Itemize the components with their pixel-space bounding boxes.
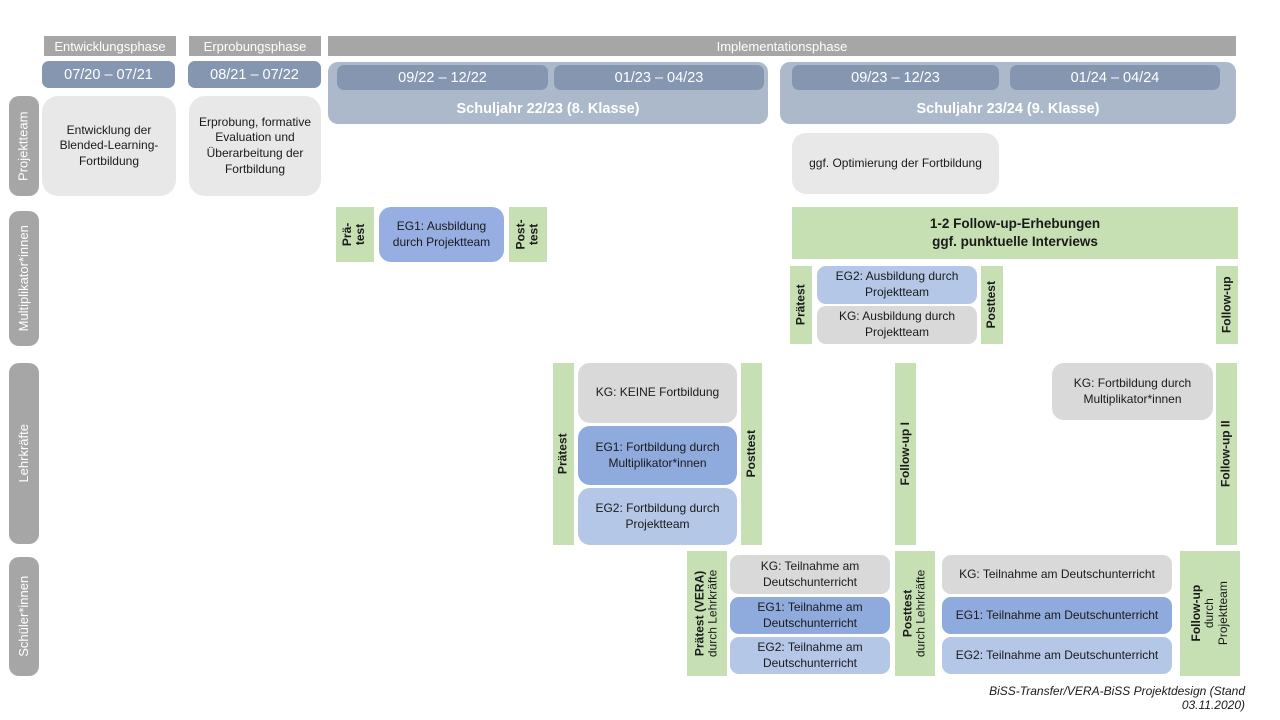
box-kg-fortbildung-multiplikatoren: KG: Fortbildung durch Multiplikator*inne… — [1052, 363, 1213, 420]
row-label-schuelerinnen: Schüler*innen — [9, 557, 39, 676]
box-eg2-ausbildung-projektteam: EG2: Ausbildung durch Projektteam — [817, 266, 977, 304]
multiplikator-posttest-bar: Post- test — [509, 207, 547, 262]
box-eg2-teilnahme-2: EG2: Teilnahme am Deutschunterricht — [942, 637, 1172, 674]
schueler-posttest-bar: Posttest durch Lehrkräfte — [895, 551, 935, 676]
schoolyear-label-22-23: Schuljahr 22/23 (8. Klasse) — [456, 101, 640, 117]
date-bar-0922-1222: 09/22 – 12/22 — [337, 65, 548, 90]
phase-header-implementation: Implementationsphase — [328, 36, 1236, 56]
phase-header-erprobung: Erprobungsphase — [189, 36, 321, 56]
box-kg-ausbildung-projektteam: KG: Ausbildung durch Projektteam — [817, 306, 977, 344]
row-label-multiplikatorinnen: Multiplikator*innen — [9, 211, 39, 346]
date-bar-0720-0721: 07/20 – 07/21 — [42, 61, 175, 88]
box-eg2-teilnahme-1: EG2: Teilnahme am Deutschunterricht — [730, 637, 890, 674]
date-bar-0923-1223: 09/23 – 12/23 — [792, 65, 999, 90]
lehrkraefte-followup2-bar: Follow-up II — [1216, 363, 1237, 545]
schueler-followup-bar: Follow-up durch Projektteam — [1180, 551, 1240, 676]
box-kg-keine-fortbildung: KG: KEINE Fortbildung — [578, 363, 737, 423]
multiplikator-praetest-bar: Prä- test — [336, 207, 374, 262]
box-eg1-ausbildung-projektteam: EG1: Ausbildung durch Projektteam — [379, 207, 504, 262]
box-eg1-teilnahme-1: EG1: Teilnahme am Deutschunterricht — [730, 597, 890, 634]
schueler-praetest-vera-bar: Prätest (VERA) durch Lehrkräfte — [687, 551, 727, 676]
box-kg-teilnahme-2: KG: Teilnahme am Deutschunterricht — [942, 555, 1172, 594]
box-eg2-fortbildung-projektteam: EG2: Fortbildung durch Projektteam — [578, 488, 737, 545]
date-bar-0124-0424: 01/24 – 04/24 — [1010, 65, 1220, 90]
box-followup-erhebungen: 1-2 Follow-up-Erhebungen ggf. punktuelle… — [792, 207, 1238, 259]
multiplikator-followup-bar: Follow-up — [1216, 266, 1238, 344]
row-label-projektteam: Projektteam — [9, 96, 39, 196]
box-entwicklung-fortbildung: Entwicklung der Blended-Learning-Fortbil… — [42, 96, 176, 196]
footer-caption: BiSS-Transfer/VERA-BiSS Projektdesign (S… — [989, 684, 1245, 712]
box-erprobung-evaluation: Erprobung, formative Evaluation und Über… — [189, 96, 321, 196]
multiplikator-praetest2-bar: Prätest — [790, 266, 812, 344]
multiplikator-posttest2-bar: Posttest — [981, 266, 1003, 344]
schoolyear-label-23-24: Schuljahr 23/24 (9. Klasse) — [916, 101, 1100, 117]
row-label-lehrkraefte: Lehrkräfte — [9, 363, 39, 544]
box-kg-teilnahme-1: KG: Teilnahme am Deutschunterricht — [730, 555, 890, 594]
box-eg1-teilnahme-2: EG1: Teilnahme am Deutschunterricht — [942, 597, 1172, 634]
lehrkraefte-posttest-bar: Posttest — [741, 363, 762, 545]
date-bar-0821-0722: 08/21 – 07/22 — [188, 61, 321, 88]
lehrkraefte-followup1-bar: Follow-up I — [895, 363, 916, 545]
box-optimierung-fortbildung: ggf. Optimierung der Fortbildung — [792, 133, 999, 194]
lehrkraefte-praetest-bar: Prätest — [553, 363, 574, 545]
box-eg1-fortbildung-multiplikatoren: EG1: Fortbildung durch Multiplikator*inn… — [578, 426, 737, 485]
phase-header-entwicklung: Entwicklungsphase — [44, 36, 176, 56]
date-bar-0123-0423: 01/23 – 04/23 — [554, 65, 764, 90]
